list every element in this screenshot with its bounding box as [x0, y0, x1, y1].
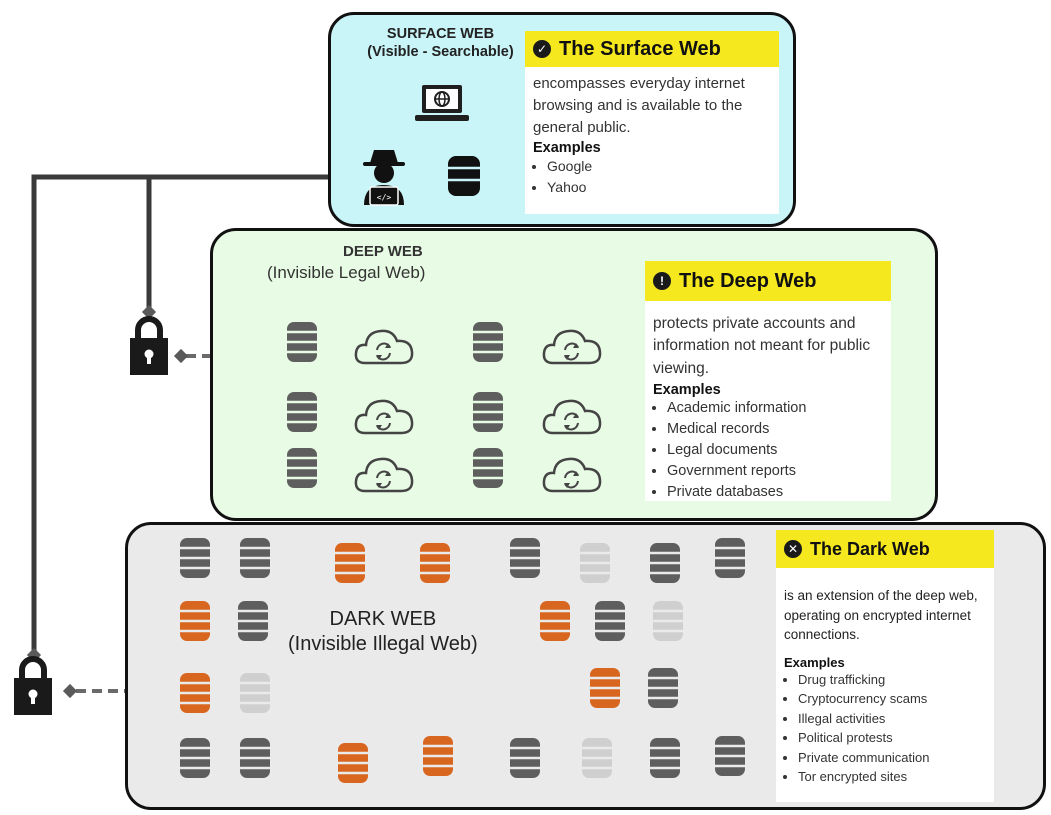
cloud-sync-icon [542, 457, 602, 493]
cloud-sync-icon [542, 399, 602, 435]
database-icon [180, 738, 210, 778]
database-icon [580, 543, 610, 583]
surface-web-heading-bar: ✓ The Surface Web [525, 31, 779, 67]
list-item: Government reports [667, 461, 891, 482]
database-icon [650, 738, 680, 778]
list-item: Tor encrypted sites [798, 767, 994, 787]
database-icon [595, 601, 625, 641]
connector-dark-path [31, 174, 346, 655]
dark-web-info-card: ✕ The Dark Web is an extension of the de… [776, 530, 994, 802]
database-icon [335, 543, 365, 583]
lock-icon [130, 316, 168, 375]
database-icon [423, 736, 453, 776]
dark-examples-label: Examples [784, 654, 845, 670]
cloud-sync-icon [354, 457, 414, 493]
list-item: Private databases [667, 482, 891, 503]
hacker-icon: </> [363, 150, 405, 206]
database-icon [510, 538, 540, 578]
database-icon [715, 538, 745, 578]
list-item: Illegal activities [798, 709, 994, 729]
database-icon [540, 601, 570, 641]
dark-web-layer: DARK WEB (Invisible Illegal Web) ✕ The D… [125, 522, 1046, 810]
deep-web-heading-bar: ! The Deep Web [645, 261, 891, 301]
deep-examples-label: Examples [653, 382, 721, 399]
list-item: Medical records [667, 419, 891, 440]
database-icon [338, 743, 368, 783]
database-icon [473, 322, 503, 362]
database-icon [653, 601, 683, 641]
dark-web-title: DARK WEB (Invisible Illegal Web) [288, 607, 478, 657]
list-item: Google [547, 156, 779, 176]
list-item: Political protests [798, 728, 994, 748]
dark-examples-list: Drug trafficking Cryptocurrency scams Il… [776, 670, 994, 787]
database-icon [473, 392, 503, 432]
database-icon [287, 448, 317, 488]
deep-web-layer: DEEP WEB (Invisible Legal Web) ! The Dee… [210, 228, 938, 521]
surface-web-title: SURFACE WEB (Visible - Searchable) [353, 25, 528, 61]
database-icon [650, 543, 680, 583]
cloud-sync-icon [354, 399, 414, 435]
database-icon [240, 673, 270, 713]
database-icon [180, 538, 210, 578]
database-icon [180, 601, 210, 641]
database-icon [420, 543, 450, 583]
list-item: Drug trafficking [798, 670, 994, 690]
surface-examples-label: Examples [533, 140, 601, 157]
deep-title-line2: (Invisible Legal Web) [267, 262, 426, 282]
database-icon [582, 738, 612, 778]
surface-web-heading: The Surface Web [559, 37, 721, 60]
list-item: Legal documents [667, 440, 891, 461]
svg-text:</>: </> [377, 193, 392, 202]
dark-title-line2: (Invisible Illegal Web) [288, 633, 478, 655]
cloud-sync-icon [542, 329, 602, 365]
database-icon [590, 668, 620, 708]
deep-diamond-top [141, 304, 157, 320]
list-item: Yahoo [547, 177, 779, 197]
deep-title-line1: DEEP WEB [343, 243, 423, 260]
dark-web-heading: The Dark Web [810, 538, 930, 559]
database-icon [715, 736, 745, 776]
list-item: Academic information [667, 398, 891, 419]
deep-web-info-card: ! The Deep Web protects private accounts… [645, 261, 891, 501]
database-icon [448, 156, 480, 196]
surface-web-description: encompasses everyday internet browsing a… [533, 75, 745, 136]
check-circle-icon: ✓ [533, 40, 551, 58]
dark-diamond-side [62, 683, 78, 699]
lock-icon [14, 656, 52, 715]
deep-examples-list: Academic information Medical records Leg… [645, 398, 891, 503]
surface-web-layer: SURFACE WEB (Visible - Searchable) </> ✓… [328, 12, 796, 227]
dark-web-description: is an extension of the deep web, operati… [784, 588, 978, 643]
surface-title-line1: SURFACE WEB [386, 26, 495, 42]
database-icon [180, 673, 210, 713]
x-circle-icon: ✕ [784, 540, 802, 558]
deep-web-heading: The Deep Web [679, 269, 817, 292]
database-icon [510, 738, 540, 778]
database-icon [473, 448, 503, 488]
database-icon [648, 668, 678, 708]
dark-title-line1: DARK WEB [329, 608, 437, 630]
cloud-sync-icon [354, 329, 414, 365]
database-icon [287, 322, 317, 362]
dark-web-heading-bar: ✕ The Dark Web [776, 530, 994, 568]
surface-web-info-card: ✓ The Surface Web encompasses everyday i… [525, 31, 779, 214]
database-icon [240, 538, 270, 578]
laptop-globe-icon [415, 85, 469, 121]
list-item: Private communication [798, 748, 994, 768]
exclamation-circle-icon: ! [653, 272, 671, 290]
database-icon [240, 738, 270, 778]
surface-title-line2: (Visible - Searchable) [367, 44, 514, 61]
deep-web-title: DEEP WEB (Invisible Legal Web) [267, 243, 425, 283]
database-icon [238, 601, 268, 641]
deep-diamond-side [173, 348, 189, 364]
database-icon [287, 392, 317, 432]
list-item: Cryptocurrency scams [798, 689, 994, 709]
deep-web-description: protects private accounts and informatio… [653, 315, 871, 377]
surface-examples-list: Google Yahoo [525, 156, 779, 197]
